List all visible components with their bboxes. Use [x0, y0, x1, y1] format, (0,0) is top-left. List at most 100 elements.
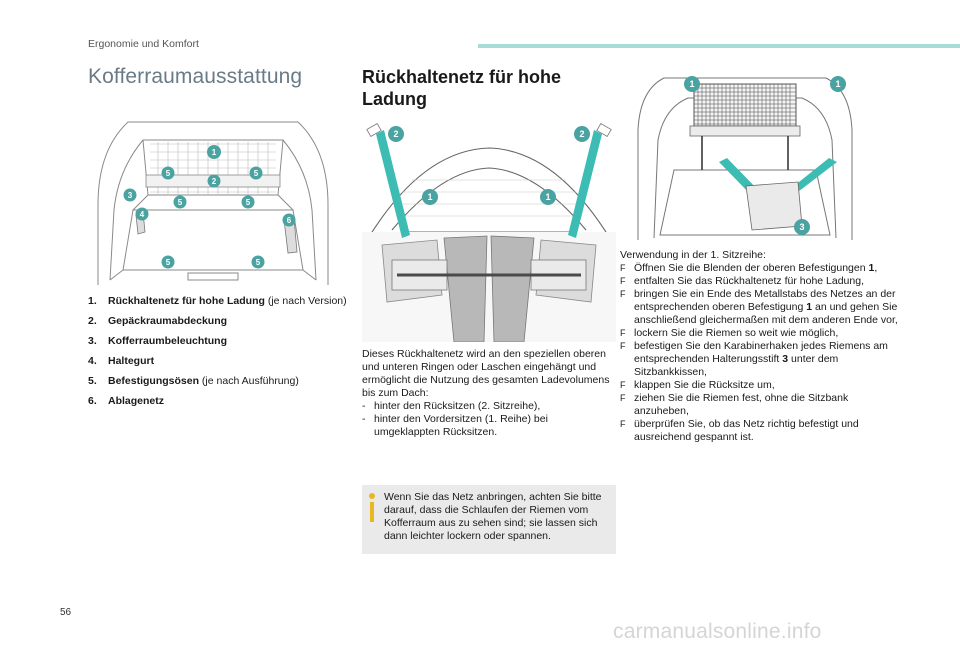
list-marker: - [362, 413, 366, 425]
callout-marker-1 [540, 189, 556, 205]
step-text: bringen Sie ein Ende des Metallstabs des… [634, 288, 896, 313]
legend-note: (je nach Ausführung) [199, 375, 299, 387]
callout-markers [123, 145, 296, 269]
net-intro: Dieses Rückhaltenetz wird an den speziel… [362, 348, 610, 399]
trunk-overview-illustration: 1 2 3 4 5 5 5 5 5 5 6 [88, 110, 338, 288]
step-text: befestigen Sie den Karabinerhaken jedes … [634, 340, 888, 365]
step-text-after: unter dem Sitzbankkissen, [634, 353, 839, 378]
usage-list: -hinter den Rücksitzen (2. Sitzreihe), -… [362, 400, 616, 439]
callout-markers [684, 76, 846, 235]
callout-marker-3 [123, 188, 137, 202]
step-reference: 1 [868, 262, 875, 274]
callout-label: 1 [427, 192, 432, 202]
front-row-net-drawing: 1 1 3 [637, 76, 853, 240]
step-text-after: an und gehen Sie anschließend gleicherma… [634, 301, 898, 326]
step-marker: F [620, 276, 626, 286]
step-marker: F [620, 380, 626, 390]
instruction-steps: F Öffnen Sie die Blenden der oberen Befes… [620, 262, 900, 444]
step-marker: F [620, 328, 626, 338]
callout-marker-5 [241, 195, 255, 209]
callout-label: 3 [128, 191, 133, 200]
callout-label: 4 [140, 210, 145, 219]
legend-number: 5. [88, 375, 97, 387]
callout-marker-1 [830, 76, 846, 92]
callout-marker-2 [207, 174, 221, 188]
step-text: ziehen Sie die Riemen fest, ohne die Sit… [634, 392, 849, 417]
callout-label: 5 [256, 258, 261, 267]
callout-marker-5 [251, 255, 265, 269]
callout-label: 5 [166, 258, 171, 267]
info-note-box: Wenn Sie das Netz anbringen, achten Sie … [362, 485, 616, 554]
legend-number: 3. [88, 335, 97, 347]
cabin-net-illustration: 2 2 1 1 [362, 120, 616, 342]
step-reference: 3 [782, 353, 789, 365]
list-text: hinter den Rücksitzen (2. Sitzreihe), [374, 400, 541, 412]
legend-item: 6. Ablagenetz [88, 395, 348, 408]
step-reference: 1 [806, 301, 813, 313]
callout-marker-1 [207, 145, 221, 159]
info-note-text: Wenn Sie das Netz anbringen, achten Sie … [384, 491, 602, 542]
callout-label: 5 [166, 169, 171, 178]
callout-label: 2 [393, 129, 398, 139]
list-item: -hinter den Rücksitzen (2. Sitzreihe), [362, 400, 616, 413]
page-number: 56 [60, 607, 72, 618]
callout-label: 6 [287, 216, 292, 225]
step-text-after: , [874, 262, 878, 274]
legend-label: Gepäckraumabdeckung [108, 315, 228, 327]
legend-item: 3. Kofferraumbeleuchtung [88, 335, 348, 348]
component-legend: 1. Rückhaltenetz für hohe Ladung (je nach… [88, 295, 348, 415]
section-title: Ergonomie und Komfort [88, 38, 199, 50]
step-marker: F [620, 393, 626, 403]
callout-label: 3 [799, 222, 804, 232]
legend-item: 2. Gepäckraumabdeckung [88, 315, 348, 328]
callout-label: 1 [835, 79, 840, 89]
step-text: überprüfen Sie, ob das Netz richtig befe… [634, 418, 859, 443]
legend-number: 2. [88, 315, 97, 327]
front-row-intro: Verwendung in der 1. Sitzreihe: [620, 249, 766, 261]
legend-item: 5. Befestigungsösen (je nach Ausführung) [88, 375, 348, 388]
net-description: Dieses Rückhaltenetz wird an den speziel… [362, 348, 616, 439]
callout-label: 1 [212, 148, 217, 157]
callout-label: 5 [246, 198, 251, 207]
callout-marker-3 [794, 219, 810, 235]
callout-marker-6 [282, 213, 296, 227]
step-marker: F [620, 263, 626, 273]
callout-label: 5 [254, 169, 259, 178]
list-item: -hinter den Vordersitzen (1. Reihe) bei … [362, 413, 616, 439]
step-marker: F [620, 341, 626, 351]
legend-item: 1.Rückhaltenetz für hohe Ladung (je nach… [88, 295, 348, 308]
legend-label: Befestigungsösen [108, 375, 200, 387]
step-text: Öffnen Sie die Blenden der oberen Befest… [634, 262, 869, 274]
callout-marker-5 [161, 255, 175, 269]
list-text: hinter den Vordersitzen (1. Reihe) bei u… [374, 413, 548, 438]
legend-item: 4.Haltegurt [88, 355, 348, 368]
step-text: entfalten Sie das Rückhaltenetz für hohe… [634, 275, 864, 287]
section-accent-bar [478, 44, 960, 48]
legend-label: Haltegurt [108, 355, 155, 367]
cabin-net-drawing: 2 2 1 1 [362, 122, 616, 342]
legend-label: Rückhaltenetz für hohe Ladung [108, 295, 265, 307]
front-row-net-illustration: 1 1 3 [634, 70, 856, 242]
legend-number: 6. [88, 395, 97, 407]
step-text: lockern Sie die Riemen so weit wie mögli… [634, 327, 839, 339]
callout-marker-4 [135, 207, 149, 221]
step-marker: F [620, 419, 626, 429]
step-marker: F [620, 289, 626, 299]
callout-marker-5 [161, 166, 175, 180]
front-row-instructions: Verwendung in der 1. Sitzreihe: F Öffnen … [620, 249, 900, 444]
legend-label: Kofferraumbeleuchtung [108, 335, 228, 347]
callout-marker-5 [249, 166, 263, 180]
trunk-overview-drawing: 1 2 3 4 5 5 5 5 5 5 6 [97, 121, 329, 285]
callout-marker-2 [388, 126, 404, 142]
legend-label: Ablagenetz [108, 395, 165, 407]
step-text: klappen Sie die Rücksitze um, [634, 379, 775, 391]
legend-number: 1. [88, 295, 97, 307]
callout-markers [388, 126, 590, 205]
callout-marker-1 [684, 76, 700, 92]
instruction-step: F Öffnen Sie die Blenden der oberen Befes… [620, 262, 900, 275]
